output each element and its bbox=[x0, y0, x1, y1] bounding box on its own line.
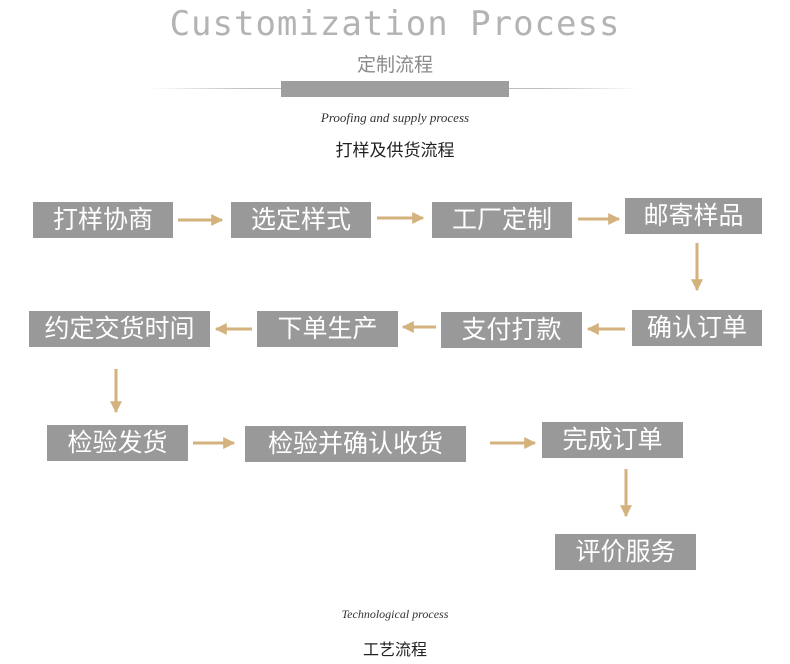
step-factory-customization: 工厂定制 bbox=[432, 202, 572, 238]
divider-bar bbox=[281, 81, 509, 97]
step-agree-delivery-time: 约定交货时间 bbox=[29, 311, 210, 347]
proofing-title-en: Proofing and supply process bbox=[320, 110, 470, 125]
step-select-style: 选定样式 bbox=[231, 202, 371, 238]
step-payment: 支付打款 bbox=[441, 312, 582, 348]
step-confirm-order: 确认订单 bbox=[632, 310, 762, 346]
tech-process-title-en: Technological process bbox=[341, 607, 449, 621]
step-inspect-ship: 检验发货 bbox=[47, 425, 188, 461]
step-inspect-confirm-receipt: 检验并确认收货 bbox=[245, 426, 466, 462]
step-complete-order: 完成订单 bbox=[542, 422, 683, 458]
step-mail-samples: 邮寄样品 bbox=[625, 198, 762, 234]
step-place-order: 下单生产 bbox=[257, 311, 398, 347]
page-title: Customization Process bbox=[169, 4, 621, 44]
proofing-title-cn: 打样及供货流程 bbox=[335, 141, 455, 161]
tech-process-title-cn: 工艺流程 bbox=[362, 640, 427, 659]
step-rate-service: 评价服务 bbox=[555, 534, 696, 570]
page-subtitle: 定制流程 bbox=[356, 54, 433, 76]
step-sample-negotiation: 打样协商 bbox=[33, 202, 173, 238]
